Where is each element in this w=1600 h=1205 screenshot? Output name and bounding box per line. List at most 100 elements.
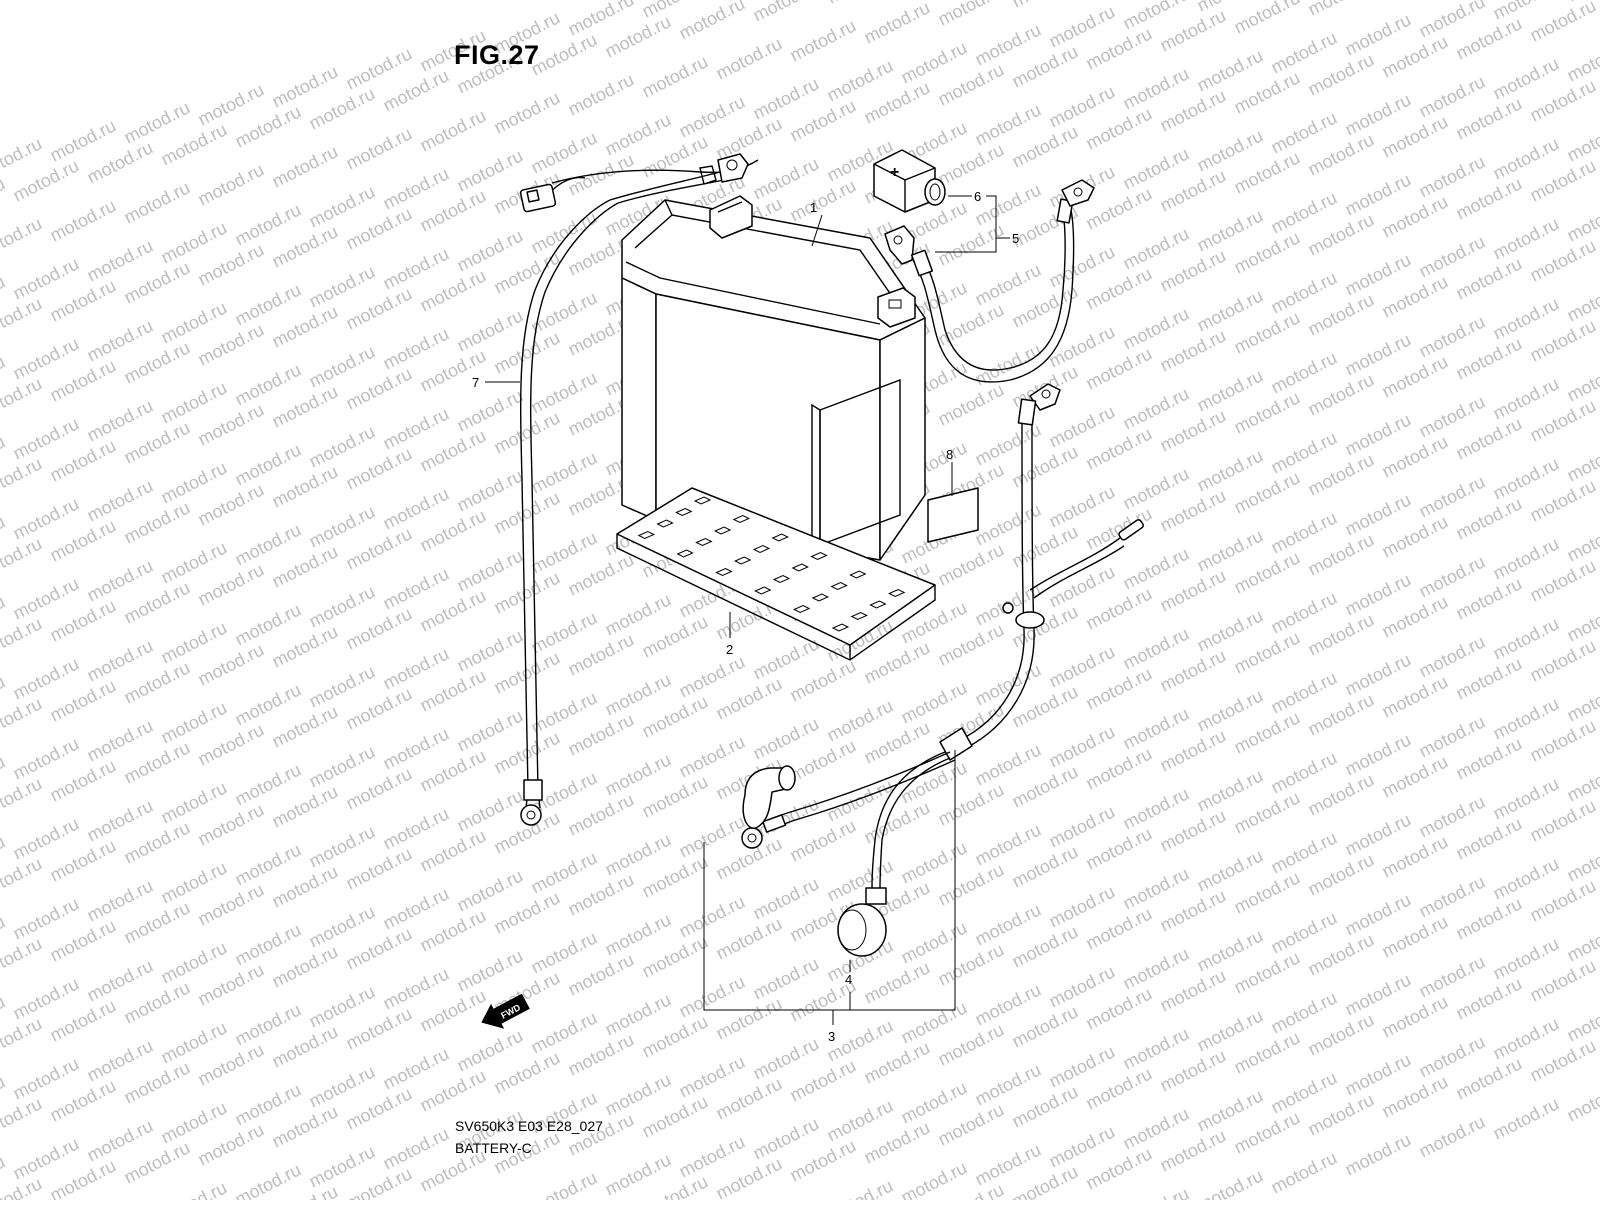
watermark-text: motod.ru [195, 159, 267, 209]
tray-slot [637, 530, 655, 540]
tray-slot [675, 507, 693, 517]
callout-labels: 1 2 3 4 5 6 7 8 [472, 189, 1019, 1044]
figure-title: FIG.27 [454, 40, 540, 70]
tray-slot [676, 549, 694, 558]
tray-slot [713, 526, 732, 535]
watermark-text: motod.ru [676, 0, 748, 44]
figure-name: BATTERY-C [455, 1140, 532, 1156]
callout-7[interactable]: 7 [472, 375, 479, 390]
part-7-ground-wire[interactable] [519, 153, 759, 826]
watermark-text: motod.ru [0, 213, 45, 263]
callout-6[interactable]: 6 [974, 189, 981, 204]
tray-slot [695, 537, 713, 547]
watermark-text: motod.ru [1194, 1165, 1266, 1200]
watermark-text: motod.ru [491, 87, 563, 137]
tray-slot [732, 514, 751, 524]
watermark-text: motod.ru [861, 0, 933, 48]
watermark-text: motod.ru [1564, 355, 1600, 405]
part-5-positive-cable[interactable] [884, 179, 1095, 383]
watermark-text: motod.ru [0, 373, 45, 423]
tray-slot [849, 570, 867, 579]
figure-code: SV650K3 E03 E28_027 [455, 1118, 603, 1134]
tray-slots [637, 496, 906, 632]
callout-4[interactable]: 4 [845, 972, 852, 987]
watermark-text: motod.ru [121, 177, 193, 227]
watermark-text: motod.ru [898, 1157, 970, 1200]
tray-slot [811, 593, 830, 602]
watermark-text: motod.ru [0, 693, 45, 743]
watermark-text: motod.ru [0, 293, 45, 343]
callout-2[interactable]: 2 [726, 642, 733, 657]
callout-5[interactable]: 5 [1012, 231, 1019, 246]
watermark-text: motod.ru [269, 141, 341, 191]
watermark-text: motod.ru [935, 0, 1007, 30]
watermark-text: motod.ru [639, 51, 711, 101]
tray-slot [831, 623, 850, 632]
watermark-text: motod.ru [1564, 195, 1600, 245]
tray-slot [734, 556, 752, 565]
tray-slot [715, 567, 733, 577]
watermark-text: motod.ru [0, 613, 45, 663]
watermark-text: motod.ru [47, 195, 119, 245]
watermark-text: motod.ru [0, 853, 45, 903]
watermark-text: motod.ru [1564, 915, 1600, 965]
terminal-cap-plus-symbol: + [890, 164, 899, 181]
watermark-text: motod.ru [0, 933, 45, 983]
watermark-text: motod.ru [1342, 1129, 1414, 1179]
watermark-text: motod.ru [1527, 0, 1599, 46]
watermark-text: motod.ru [0, 1093, 45, 1143]
part-8-label[interactable] [927, 487, 979, 543]
part-3-negative-cable[interactable] [741, 383, 1144, 891]
watermark-text: motod.ru [0, 773, 45, 823]
watermark-text: motod.ru [750, 0, 822, 26]
watermark-text: motod.ru [824, 1175, 896, 1200]
part-1-battery[interactable] [621, 195, 926, 561]
tray-slot [830, 581, 848, 591]
watermark-text: motod.ru [1564, 995, 1600, 1045]
callout-8[interactable]: 8 [946, 447, 953, 462]
tray-slot [693, 496, 712, 505]
tray-slot [869, 600, 887, 609]
watermark-text: motod.ru [1416, 1111, 1488, 1161]
watermark-text: motod.ru [0, 533, 45, 583]
watermark-text: motod.ru [1564, 35, 1600, 85]
watermark-text: motod.ru [1490, 1093, 1562, 1143]
watermark-text: motod.ru [565, 69, 637, 119]
watermark-text: motod.ru [1268, 1147, 1340, 1197]
watermark-text: motod.ru [1379, 0, 1451, 2]
watermark-text: motod.ru [1231, 0, 1303, 38]
leader-lines [485, 195, 1010, 1025]
watermark-text: motod.ru [528, 1167, 600, 1200]
tray-slot [771, 533, 789, 542]
watermark-text: motod.ru [158, 1177, 230, 1200]
watermark-text: motod.ru [1564, 275, 1600, 325]
part-2-battery-tray[interactable] [616, 487, 936, 661]
watermark-text: motod.ru [787, 15, 859, 65]
watermark-text: motod.ru [1564, 435, 1600, 485]
tray-slot [754, 586, 772, 595]
part-4-sensor[interactable] [837, 887, 887, 957]
part-6-terminal-cap[interactable]: + [873, 149, 946, 213]
tray-slot [752, 544, 771, 554]
watermark-text: motod.ru [1564, 595, 1600, 645]
watermark-text: motod.ru [0, 453, 45, 503]
tray-slot [888, 588, 906, 598]
watermark-text: motod.ru [0, 173, 8, 223]
watermark-text: motod.ru [1564, 675, 1600, 725]
tray-slot [850, 611, 868, 621]
watermark-text: motod.ru [1564, 515, 1600, 565]
watermark-text: motod.ru [1564, 835, 1600, 885]
tray-slot [792, 604, 811, 614]
watermark-text: motod.ru [1564, 755, 1600, 805]
watermark-text: motod.ru [343, 123, 415, 173]
watermark-text: motod.ru [824, 0, 896, 8]
watermark-text: motod.ru [1305, 0, 1377, 20]
callout-3[interactable]: 3 [828, 1029, 835, 1044]
watermark-text: motod.ru [713, 33, 785, 83]
watermark-text: motod.ru [0, 1013, 45, 1063]
watermark-text: motod.ru [1120, 1183, 1192, 1200]
callout-1[interactable]: 1 [810, 200, 817, 215]
watermark-text: motod.ru [1564, 1075, 1600, 1125]
